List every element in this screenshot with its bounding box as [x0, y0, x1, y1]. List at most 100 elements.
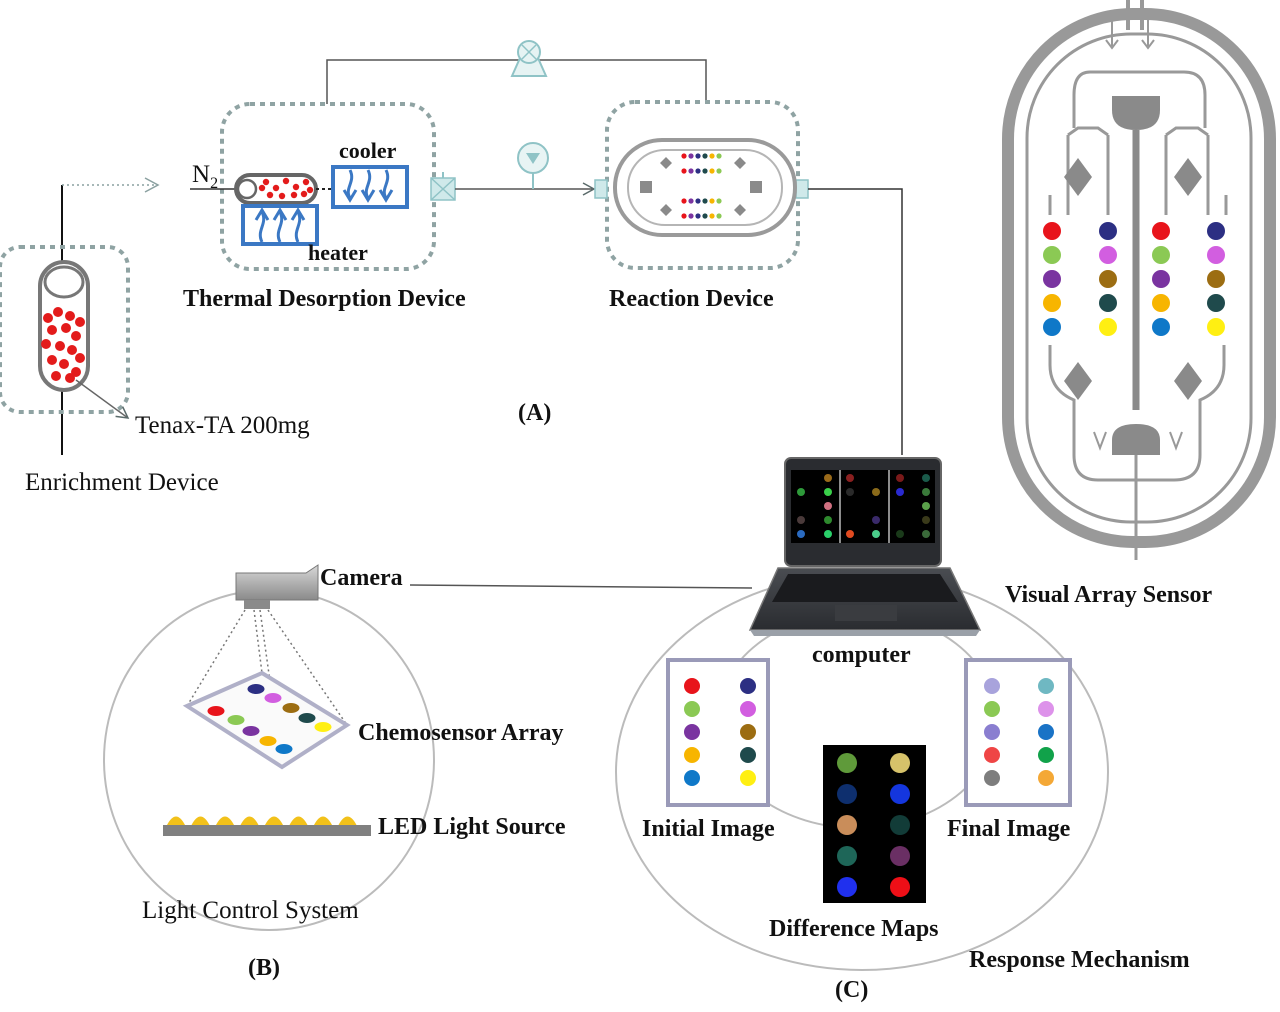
sensor-dye-spot: [1207, 246, 1225, 264]
cooler-arrows-icon: [342, 169, 394, 203]
right-upper-channels: [1164, 126, 1228, 215]
initial-image-label: Initial Image: [642, 816, 775, 842]
screen-dye-spot: [896, 530, 904, 538]
chip-dye-spots: [681, 153, 722, 219]
chip-dye-spot: [709, 198, 715, 204]
screen-dye-spot: [824, 530, 832, 538]
light-control-label: Light Control System: [142, 897, 359, 924]
heater-arrows-icon: [254, 207, 306, 243]
chip-dye-spot: [681, 213, 687, 219]
sensor-diamond-bl: [1064, 362, 1092, 400]
chip-dye-spot: [688, 153, 694, 159]
tenax-particle: [67, 345, 77, 355]
chip-dye-spot: [716, 168, 722, 174]
tenax-pointer: [75, 379, 130, 419]
difference-dye-spot: [890, 877, 910, 897]
chemosensor-array-label: Chemosensor Array: [358, 720, 564, 746]
final-dye-spot: [984, 724, 1000, 740]
n2-label: N2: [192, 161, 218, 192]
screen-dye-spot: [824, 474, 832, 482]
chip-dye-spot: [716, 213, 722, 219]
laptop-edge: [750, 630, 980, 636]
tenax-particle: [59, 359, 69, 369]
final-dye-spot: [1038, 678, 1054, 694]
tenax-particle: [47, 355, 57, 365]
chip-dye-spot: [709, 213, 715, 219]
screen-dye-spot: [896, 474, 904, 482]
final-image-panel: [964, 658, 1072, 807]
difference-dye-spot: [837, 877, 857, 897]
initial-dye-spot: [740, 701, 756, 717]
screen-dye-spot: [922, 488, 930, 496]
chemosensor-dot: [227, 715, 245, 725]
sensor-dye-spot: [1152, 270, 1170, 288]
laptop-touchpad: [835, 605, 897, 621]
final-dye-spot: [1038, 724, 1054, 740]
desorption-particle: [300, 190, 308, 198]
difference-dye-spot: [837, 846, 857, 866]
chemosensor-dot: [314, 722, 332, 732]
difference-dye-spot: [837, 815, 857, 835]
sensor-dye-spot: [1207, 318, 1225, 336]
tenax-particles: [41, 307, 85, 383]
difference-dye-spot: [890, 815, 910, 835]
chemosensor-dot: [282, 703, 300, 713]
screen-dye-spot: [922, 474, 930, 482]
chip-diamonds: [660, 157, 746, 216]
sensor-dye-spot: [1152, 222, 1170, 240]
tenax-particle: [55, 341, 65, 351]
chip-dye-spot: [695, 198, 701, 204]
initial-dye-spot: [740, 678, 756, 694]
tenax-particle: [75, 317, 85, 327]
final-dye-spot: [1038, 770, 1054, 786]
thermal-desorption-device: N2 cooler heater Thermal Desorption Devi…: [183, 102, 466, 312]
line-to-computer: [808, 188, 903, 455]
enrichment-device-label: Enrichment Device: [25, 469, 219, 496]
screen-dye-spot: [872, 530, 880, 538]
final-dye-spot: [1038, 701, 1054, 717]
screen-dye-spot: [797, 488, 805, 496]
sensor-dye-spot: [1152, 318, 1170, 336]
sensor-dye-spot: [1099, 318, 1117, 336]
sensor-dye-spot: [1043, 318, 1061, 336]
chip-dye-spot: [695, 168, 701, 174]
final-dye-spot: [984, 678, 1000, 694]
chip-inlet-chamber: [640, 181, 652, 193]
panel-a-label: (A): [518, 400, 551, 426]
inlet-flow-arrows: [1105, 20, 1155, 50]
tenax-particle: [71, 331, 81, 341]
visual-array-sensor-label: Visual Array Sensor: [1005, 582, 1212, 608]
sensor-dye-spot: [1207, 294, 1225, 312]
tenax-label: Tenax-TA 200mg: [135, 412, 310, 439]
final-dye-spot: [984, 701, 1000, 717]
led-bulb: [216, 816, 234, 825]
response-mechanism: computer Initial Image Final Image Diffe…: [615, 457, 1190, 1003]
chip-dye-spot: [688, 168, 694, 174]
initial-dye-spot: [684, 724, 700, 740]
sensor-dye-spot: [1099, 246, 1117, 264]
screen-dye-spot: [797, 530, 805, 538]
difference-dye-spot: [890, 846, 910, 866]
laptop-icon: [748, 457, 982, 636]
screen-dye-images: [797, 474, 930, 538]
final-image-label: Final Image: [947, 816, 1071, 842]
cooler-label: cooler: [339, 138, 397, 163]
screen-dye-spot: [872, 516, 880, 524]
chemosensor-dot: [275, 744, 293, 754]
final-dye-spot: [1038, 747, 1054, 763]
bottom-manifold: [1048, 345, 1226, 482]
chip-dye-spot: [695, 153, 701, 159]
tenax-particle: [47, 325, 57, 335]
chip-dye-spot: [702, 198, 708, 204]
pressure-gauge-icon: [517, 142, 549, 189]
chip-dye-spot: [716, 198, 722, 204]
difference-dye-spot: [837, 753, 857, 773]
tenax-particle: [65, 311, 75, 321]
difference-dye-spot: [837, 784, 857, 804]
computer-label: computer: [812, 642, 911, 668]
reaction-outlet-port: [795, 179, 809, 199]
chemosensor-array-plate: [182, 670, 351, 770]
top-manifold-left: [1072, 70, 1091, 128]
